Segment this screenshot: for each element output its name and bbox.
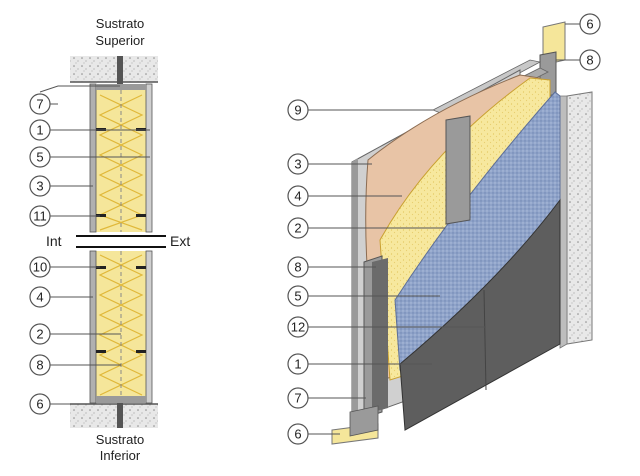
bottom-substrate-label-line2: Inferior [100,448,141,463]
section-callouts: 7 1 5 3 11 10 4 [29,85,150,415]
exterior-cladding [399,198,561,431]
bottom-substrate [70,404,158,428]
lower-wall-section [89,250,153,404]
top-substrate [70,56,158,82]
iso-callout-9: 9 [294,103,301,118]
top-anchor [117,56,123,90]
section-callout-6: 6 [36,397,43,412]
bottom-substrate-label-line1: Sustrato [96,432,144,447]
iso-callout-5: 5 [294,289,301,304]
upper-wall-section [89,83,153,233]
section-callout-7: 7 [36,97,43,112]
section-callout-1: 1 [36,123,43,138]
iso-callout-4: 4 [294,189,301,204]
iso-callout-right-6: 6 [586,17,593,32]
iso-callout-6: 6 [294,427,301,442]
ext-label: Ext [170,233,190,249]
iso-callout-right-8: 8 [586,53,593,68]
top-substrate-label-line2: Superior [95,33,145,48]
iso-callout-8: 8 [294,260,301,275]
section-view: Sustrato Superior [29,16,190,463]
top-substrate-label-line1: Sustrato [96,16,144,31]
iso-right-callouts: 6 8 [556,13,601,71]
int-label: Int [46,233,62,249]
exterior-substrate-panel [566,91,593,345]
section-callout-3: 3 [36,179,43,194]
iso-left-callouts: 9 3 4 2 8 5 12 1 7 [287,99,486,445]
iso-callout-12: 12 [291,320,305,335]
section-callout-4: 4 [36,290,43,305]
section-callout-11: 11 [33,209,47,224]
iso-callout-3: 3 [294,157,301,172]
section-callout-5: 5 [36,150,43,165]
stud-middle [445,115,471,225]
isometric-view: 6 8 9 3 4 2 8 5 12 [287,13,601,445]
section-callout-2: 2 [36,327,43,342]
section-callout-8: 8 [36,358,43,373]
iso-callout-7: 7 [294,391,301,406]
section-callout-10: 10 [33,260,47,275]
bottom-anchor [117,396,123,428]
iso-callout-1: 1 [294,357,301,372]
iso-callout-2: 2 [294,221,301,236]
